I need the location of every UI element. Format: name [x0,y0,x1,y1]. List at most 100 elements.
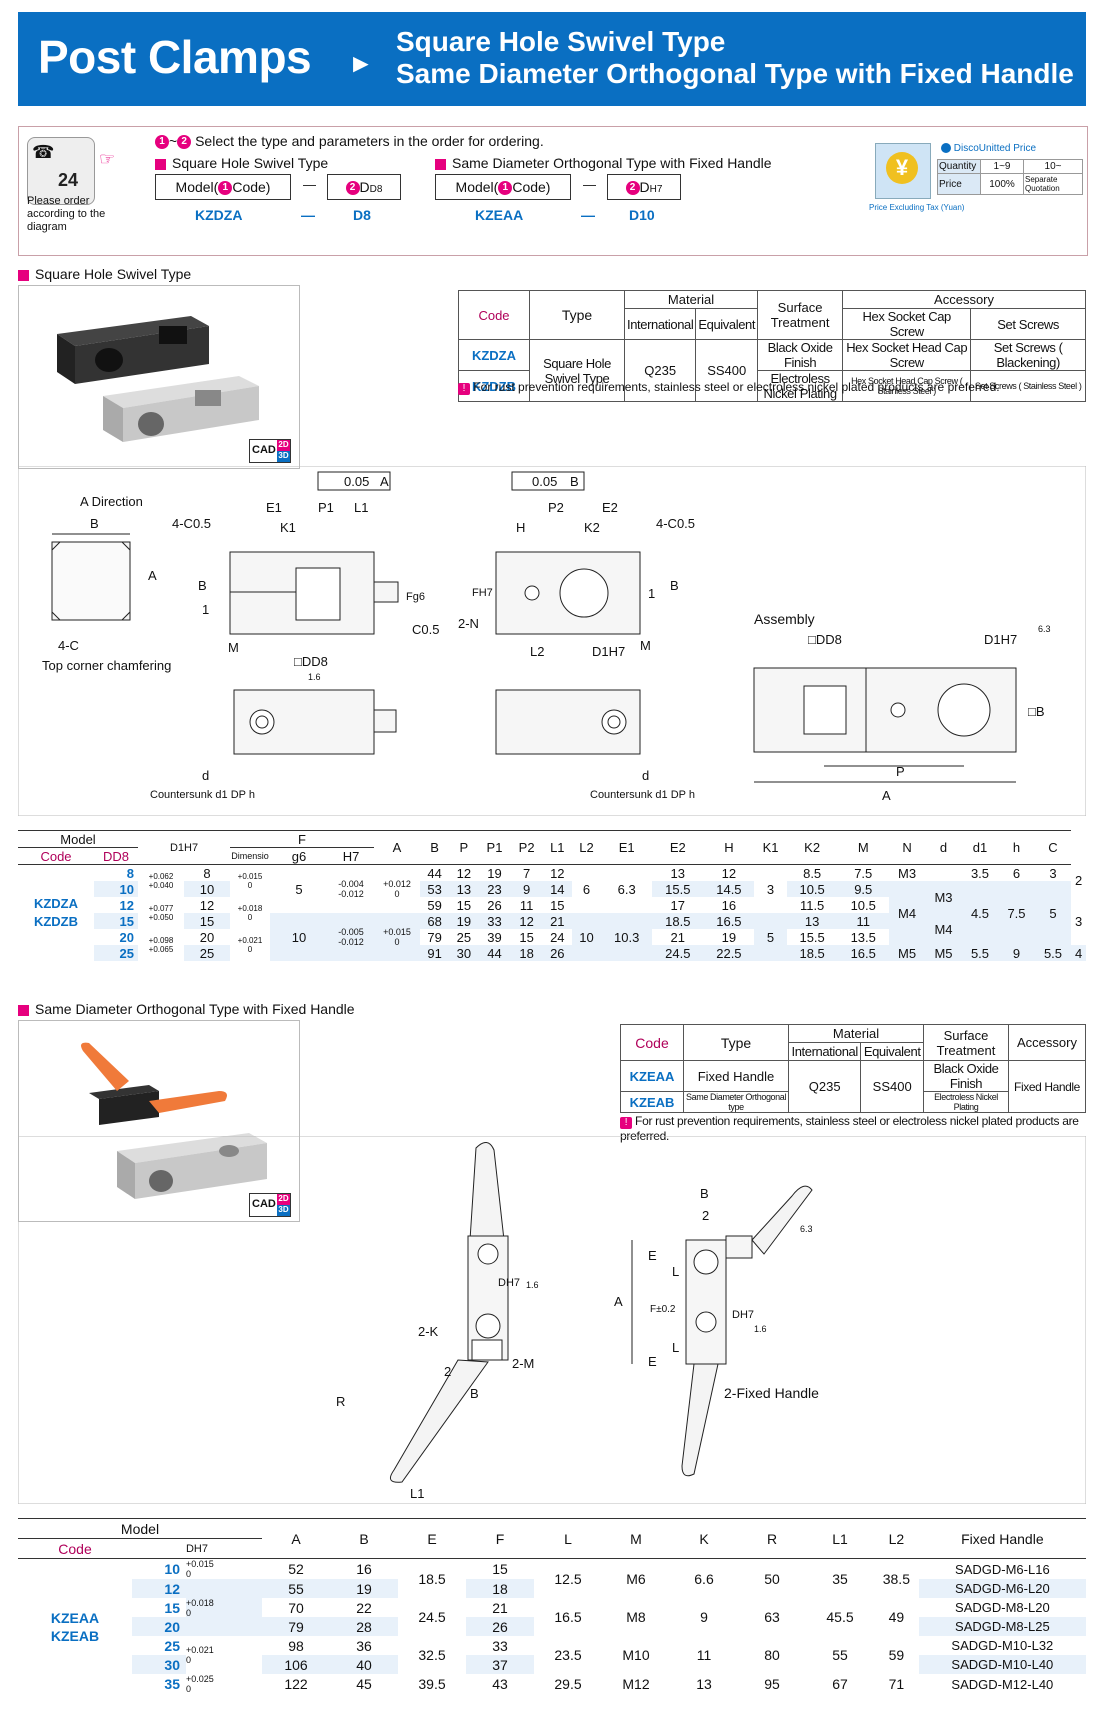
t2-cell: 16 [356,1561,372,1577]
intl-cell: Q235 [623,339,697,402]
t1-cell: 79 [427,929,442,945]
t2-cell: +0.018 0 [186,1579,262,1636]
t1-cell: F [230,830,374,848]
t1-cell: L1 [542,830,572,865]
label-countersunk-left: Countersunk d1 DP h [150,789,255,801]
label-e-top: E [648,1248,657,1263]
t2-cell: 106 [262,1655,330,1674]
t2-cell: 67 [832,1676,848,1692]
label-e1: E1 [266,500,282,515]
th-intl: International [623,308,697,340]
t1-cell: P2 [510,830,543,865]
param-sub: D8 [369,184,383,195]
section-heading-1: Square Hole Swivel Type [18,266,191,282]
th-surface: Surface Treatment [757,290,844,340]
t1-cell: -0.005 -0.012 [328,913,374,961]
title-banner: Post Clamps ► Square Hole Swivel Type Sa… [18,12,1086,106]
label-h: H [516,520,525,535]
t1-cell: P1 [478,830,511,865]
t1-cell: 14.5 [703,881,755,897]
param-d: D [639,179,650,195]
product-photo-2: CAD 2D 3D [18,1020,300,1222]
t1-cell: 7 [523,865,531,881]
t2-cell: M10 [622,1647,650,1663]
t2-cell: 59 [888,1647,905,1663]
t1-cell: 22.5 [703,945,755,961]
step-2-badge: 2 [345,181,360,196]
t1-cell: 24 [550,929,565,945]
t2-cell: L2 [874,1518,919,1559]
left-example-param: D8 [353,207,371,223]
t2-cell: 18 [466,1579,534,1598]
label-b-left: B [470,1386,479,1401]
price-sep: Separate Quotation [1023,173,1083,195]
t1-cell: 25 [184,945,230,961]
t1-cell: 7.5 [854,865,873,881]
subtitle-line-1: Square Hole Swivel Type [396,26,726,57]
cad-label: CAD [252,444,276,456]
t2-cell: 11 [696,1647,712,1663]
t1-cell: 53 [420,881,450,897]
t1-cell: 15 [94,913,138,929]
t1-cell: 10 [94,881,138,897]
pointing-hand-icon: ☞ [99,149,116,169]
t1-cell: 9 [510,881,543,897]
t1-cell: E1 [601,830,653,865]
t2-cell: 23.5 [554,1647,582,1663]
t1-cell: B [420,830,450,865]
t1-cell: M4 [888,881,926,945]
right-example-param: D10 [629,207,655,223]
label-f: F±0.2 [650,1304,676,1315]
t2-cell: +0.015 0 [186,1559,214,1579]
drawing-2: DH7 1.6 2-K 2-M 2 B R L1 L2 B 2 6.3 E L … [18,1136,1086,1504]
t1-cell: 16.5 [837,945,889,961]
t1-cell: 4.5 [961,881,999,945]
cad-badge-2[interactable]: CAD 2D 3D [249,1193,291,1217]
t1-cell: 21 [542,913,572,929]
model-label: Model( [455,179,499,195]
left-example-model: KZDZA [195,207,243,223]
rust-note-2: ! For rust prevention requirements, stai… [620,1114,1100,1143]
t1-cell: H7 [328,847,374,865]
t1-cell: +0.021 0 [237,936,263,954]
t2-cell: +0.025 0 [186,1674,214,1694]
label-a-direction: A Direction [80,494,143,509]
t2-cell: M8 [626,1609,646,1625]
label-e-bottom: E [648,1354,657,1369]
t2-cell: K [670,1518,738,1559]
label-p2: P2 [548,500,564,515]
t2-cell: 13 [696,1676,712,1692]
t1-cell: 3 [766,881,775,897]
price-title: DiscoUnitted Price [941,143,1036,154]
t2-cell: 50 [764,1570,780,1587]
t2-cell: 55 [832,1647,848,1663]
code-kzdzb: KZDZB [458,370,530,402]
t2-cell: 35 [832,1570,848,1587]
label-top-chamfer: Top corner chamfering [42,658,171,673]
t2-cell: 15 [492,1561,508,1577]
th-surface-2: Surface Treatment [923,1024,1009,1061]
t1-cell: P [449,830,479,865]
t2-cell: 29.5 [554,1676,582,1692]
t2-cell: 43 [492,1676,508,1692]
t1-cell: 44 [478,945,511,961]
t1-cell: 18.5 [652,913,704,929]
label-1: 1 [202,602,209,617]
t2-cell: 28 [330,1617,398,1636]
cad-badge[interactable]: CAD 2D 3D [249,439,291,463]
t1-cell: +0.015 0 [374,913,420,961]
t1-cell: 12 [550,865,565,881]
t2-cell: R [738,1518,806,1559]
t2-cell: 30 [132,1655,186,1674]
t1-cell: 26 [542,945,572,961]
equiv-cell-2: SS400 [860,1060,924,1113]
t1-cell: 5.5 [961,945,999,961]
t1-cell: M3 [898,865,917,881]
t2-cell: +0.021 0 [186,1645,214,1665]
